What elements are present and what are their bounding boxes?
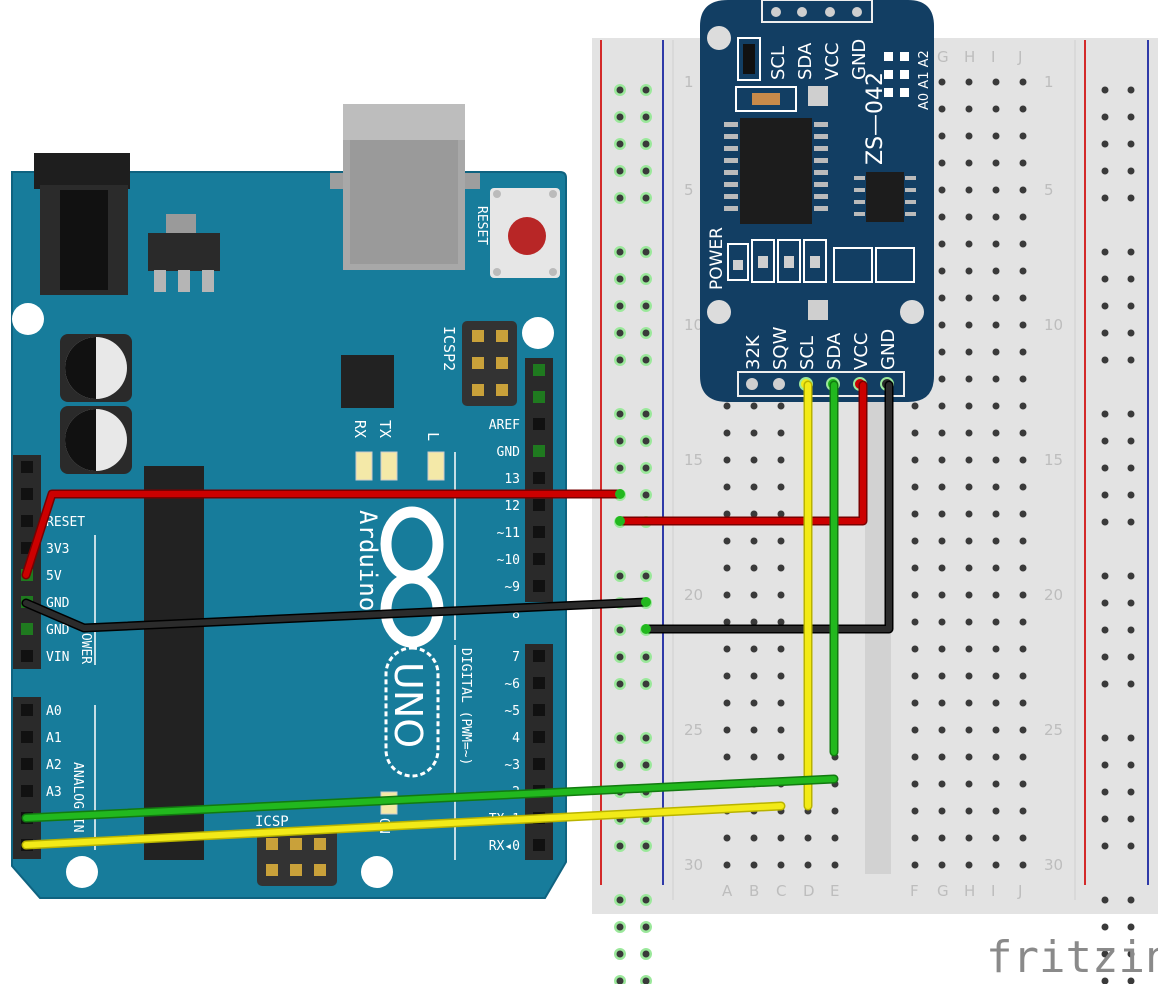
row-number-left: 15 — [684, 451, 703, 469]
analog-pin-label: A0 — [46, 704, 62, 719]
digital-pin-label: 4 — [512, 731, 520, 746]
power-pin-label: RESET — [46, 515, 85, 530]
digital-pin-label: AREF — [489, 418, 520, 433]
reset-label: RESET — [474, 206, 489, 245]
rtc-bottom-pin-label: SQW — [770, 326, 791, 370]
rtc-top-pin-label: GND — [849, 39, 870, 80]
rtc-top-pin-label: SDA — [795, 42, 816, 80]
wires — [21, 380, 894, 850]
column-letter-top: G — [937, 48, 949, 66]
usb-connector — [330, 104, 480, 270]
l-led-label: L — [424, 432, 442, 441]
analog-pin-label: A3 — [46, 785, 62, 800]
column-letter: C — [776, 882, 786, 900]
icsp2-header — [462, 321, 517, 406]
uno-badge: UNO — [384, 646, 440, 778]
digital-pin-label: ~3 — [504, 758, 520, 773]
digital-pin-label: RX◂0 — [489, 839, 520, 854]
power-pin-label: VIN — [46, 650, 69, 665]
rtc-module-zs042: SCL SDA VCC GND 32K SQW SCL SDA VCC GND A0 A1 A2 Z… — [700, 0, 934, 402]
row-number-left: 30 — [684, 856, 703, 874]
column-letter: F — [910, 882, 919, 900]
digital-pin-label: ~9 — [504, 580, 520, 595]
dc-power-jack — [34, 153, 130, 295]
rtc-top-pin-label: VCC — [822, 43, 843, 80]
row-number-right: 5 — [1044, 181, 1054, 199]
analog-header-title: ANALOG IN — [70, 762, 85, 832]
column-letter: H — [964, 882, 975, 900]
column-letter: G — [937, 882, 949, 900]
uno-label: UNO — [386, 662, 430, 748]
column-letter-top: H — [964, 48, 975, 66]
analog-header — [13, 697, 41, 859]
column-letter-top: J — [1017, 48, 1022, 66]
row-number-left: 1 — [684, 73, 694, 91]
rtc-top-pin-label: SCL — [768, 46, 789, 80]
rtc-model-label: ZS—042 — [863, 72, 888, 165]
rtc-bottom-pin-label: SCL — [797, 336, 818, 370]
digital-pin-label: 13 — [504, 472, 520, 487]
column-letter: E — [830, 882, 839, 900]
rx-led-label: RX — [351, 420, 369, 438]
column-letter: A — [722, 882, 733, 900]
row-number-right: 15 — [1044, 451, 1063, 469]
row-number-right: 25 — [1044, 721, 1063, 739]
row-number-right: 20 — [1044, 586, 1063, 604]
capacitor-1 — [60, 334, 132, 402]
power-pin-label: 5V — [46, 569, 62, 584]
fritzing-watermark: fritzing — [986, 932, 1158, 983]
arduino-uno-board: RESET ICSP2 — [11, 104, 567, 899]
row-number-right: 1 — [1044, 73, 1054, 91]
rtc-address-labels: A0 A1 A2 — [917, 50, 932, 110]
rtc-bottom-pin-label: GND — [878, 329, 899, 370]
rtc-bottom-pin-label: SDA — [824, 332, 845, 370]
row-number-left: 5 — [684, 181, 694, 199]
row-number-left: 25 — [684, 721, 703, 739]
column-letter: J — [1017, 882, 1022, 900]
icsp2-label: ICSP2 — [440, 326, 458, 371]
digital-pin-label: ~6 — [504, 677, 520, 692]
digital-pin-label: 7 — [512, 650, 520, 665]
atmega-chip — [144, 466, 204, 860]
power-pin-label: 3V3 — [46, 542, 69, 557]
power-pin-label: GND — [46, 596, 70, 611]
capacitor-2 — [60, 406, 132, 474]
voltage-regulator — [148, 214, 220, 292]
digital-header-lower — [525, 644, 553, 860]
power-pin-label: GND — [46, 623, 70, 638]
column-letter: I — [991, 882, 995, 900]
icsp-header — [257, 828, 337, 886]
tx-led-label: TX — [376, 420, 394, 438]
rtc-power-label: POWER — [707, 227, 727, 290]
analog-pin-label: A1 — [46, 731, 62, 746]
digital-pin-label: 12 — [504, 499, 520, 514]
column-letter: B — [749, 882, 759, 900]
column-letter-top: I — [991, 48, 995, 66]
digital-pin-label: ~5 — [504, 704, 520, 719]
rtc-bottom-pin-label: 32K — [743, 334, 764, 370]
reset-button[interactable] — [490, 188, 560, 278]
icsp-label: ICSP — [255, 814, 289, 830]
arduino-brand: Arduino — [354, 510, 382, 611]
digital-header-title: DIGITAL (PWM=~) — [458, 648, 473, 765]
digital-pin-label: 8 — [512, 607, 520, 622]
digital-pin-label: GND — [497, 445, 521, 460]
row-number-right: 10 — [1044, 316, 1063, 334]
analog-pin-label: A2 — [46, 758, 62, 773]
usb-chip — [341, 355, 394, 408]
row-number-left: 10 — [684, 316, 703, 334]
row-number-left: 20 — [684, 586, 703, 604]
digital-pin-label: ~10 — [497, 553, 520, 568]
row-number-right: 30 — [1044, 856, 1063, 874]
rtc-bottom-pin-label: VCC — [851, 333, 872, 370]
breadboard-labels: 115510101515202025253030ABCDEFFGGHHIIJJ — [684, 48, 1063, 900]
digital-pin-label: ~11 — [497, 526, 520, 541]
column-letter: D — [803, 882, 815, 900]
power-header-title: POWER — [78, 625, 93, 664]
